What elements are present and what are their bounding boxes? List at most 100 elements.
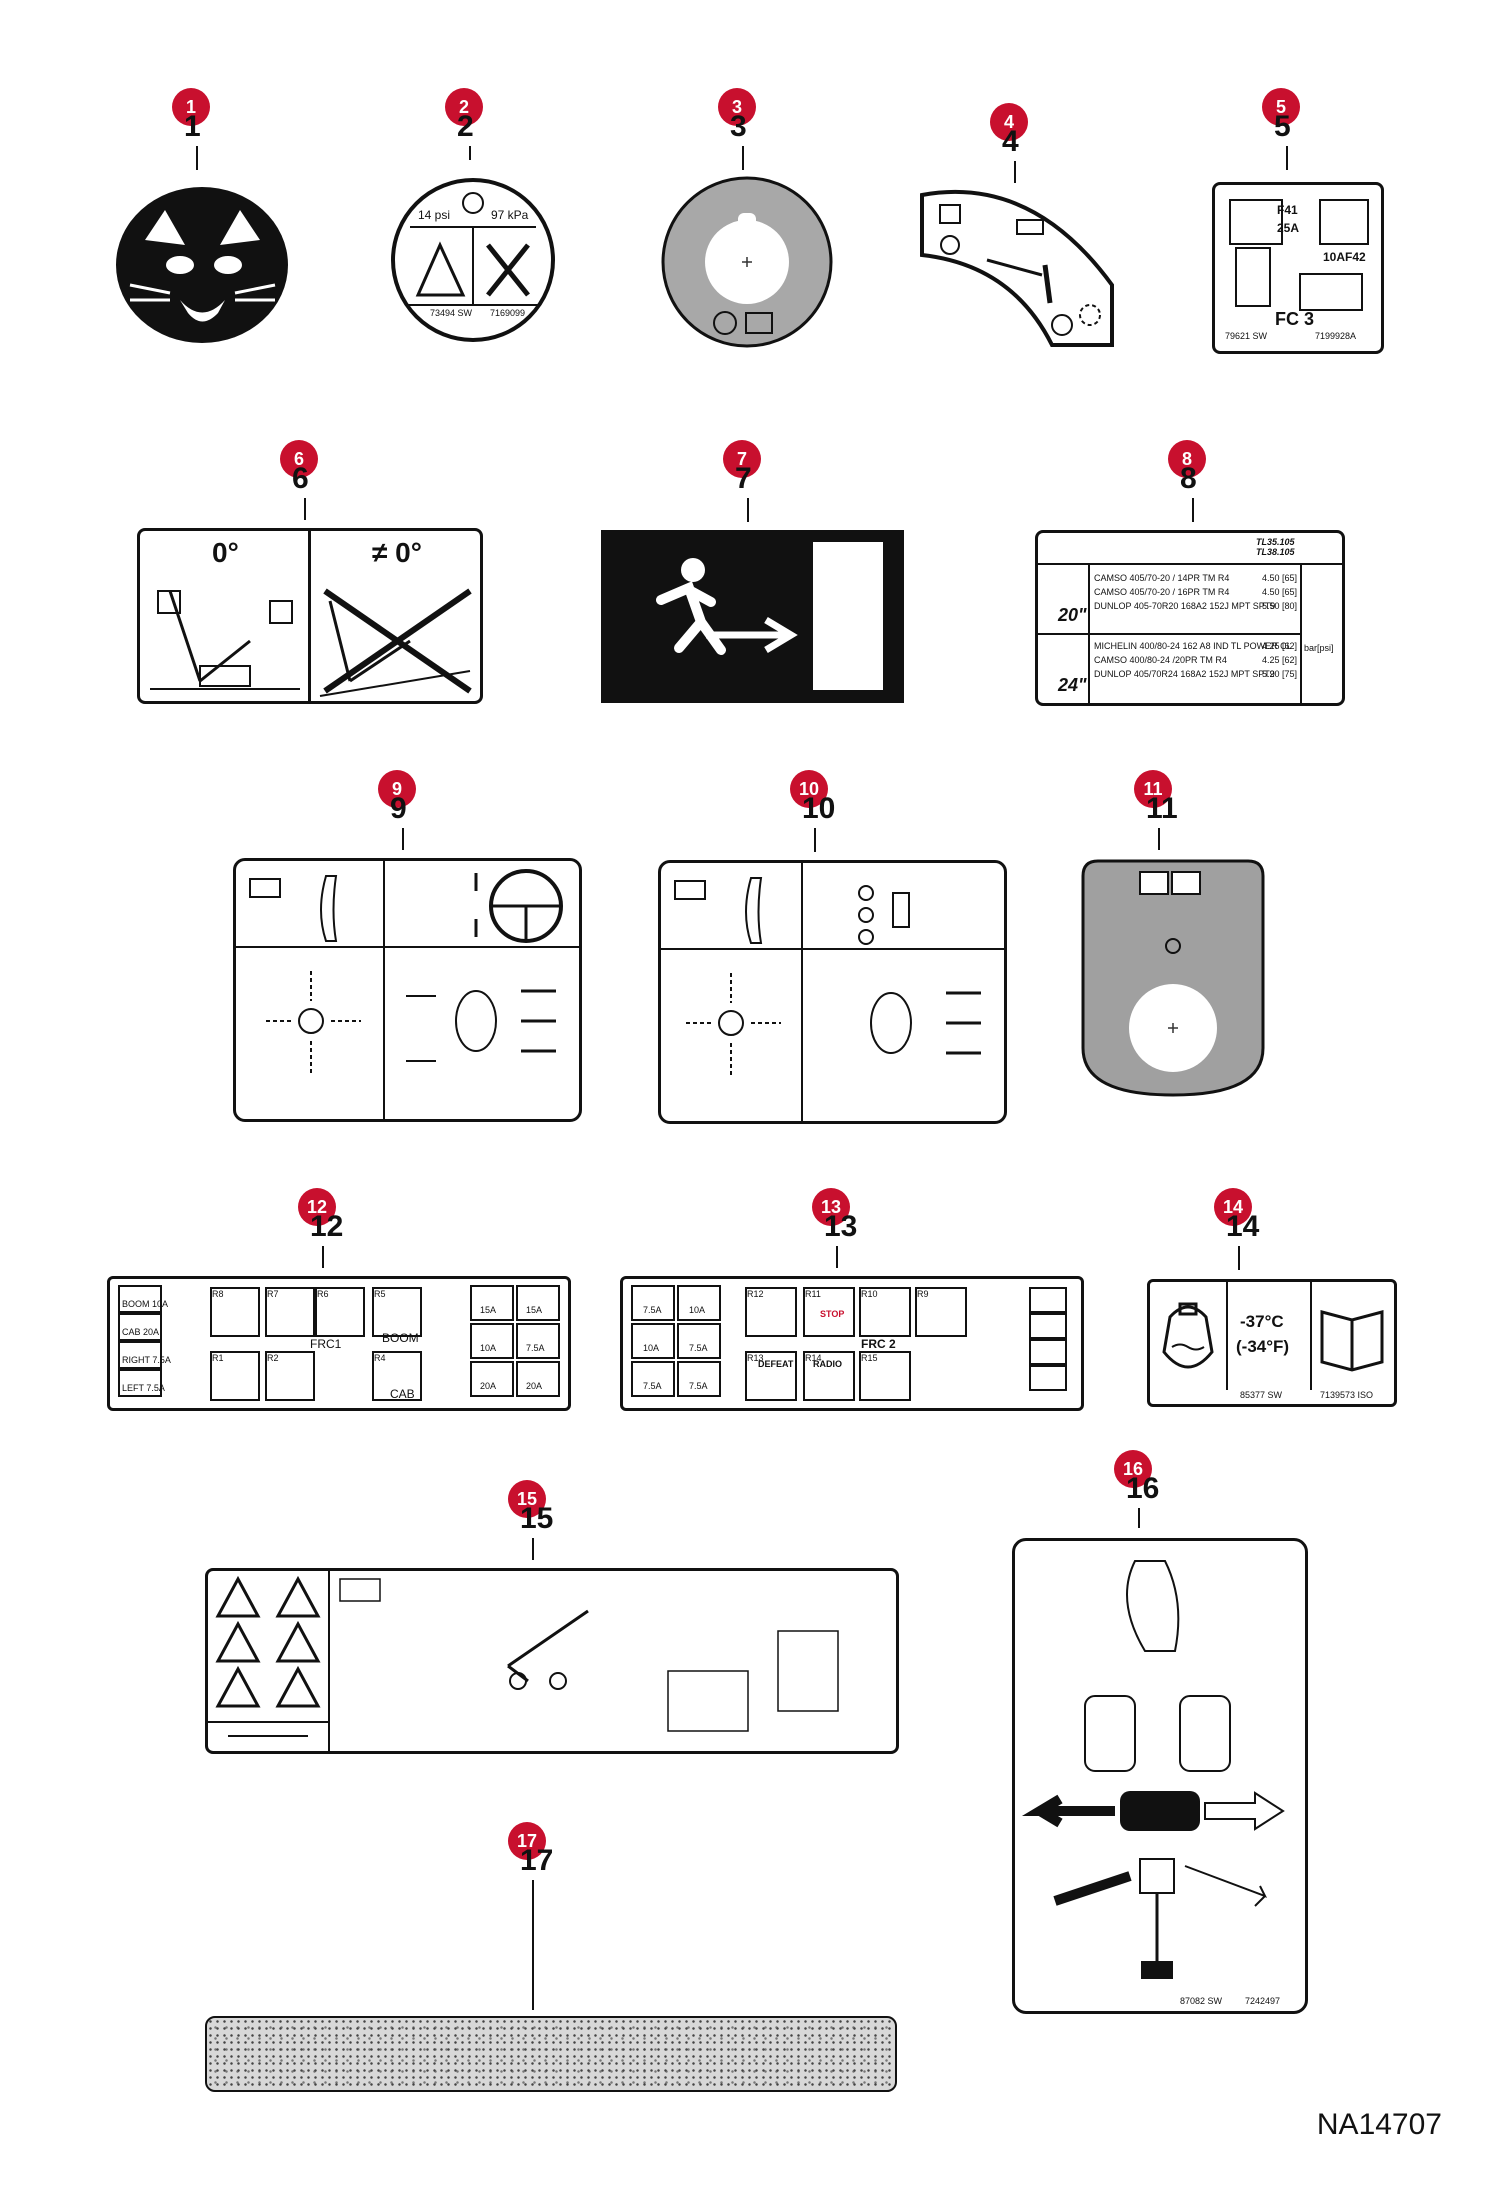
- fuse-slot: [516, 1323, 560, 1359]
- fuse-slot: [677, 1323, 721, 1359]
- item-7-emergency-exit-decal: [601, 530, 904, 703]
- callout-13: 13: [812, 1188, 850, 1226]
- callout-1: 1: [172, 88, 210, 126]
- item-4-key-position-decal: [912, 175, 1117, 355]
- callout-5: 5: [1262, 88, 1300, 126]
- decal-part-number: 7169099: [490, 308, 526, 318]
- fuse-slot: [631, 1323, 675, 1359]
- item-1-bobcat-logo-decal: [110, 185, 295, 345]
- leader-line-15: [532, 1538, 534, 1560]
- fuse-slot: [118, 1341, 162, 1369]
- fuse-amp-label: 7.5A: [526, 1343, 545, 1353]
- leader-line-16: [1138, 1508, 1140, 1528]
- ignition-key-icon: [661, 176, 833, 348]
- relay-slot: [745, 1351, 797, 1401]
- decal-part-number: 7242497: [1245, 1996, 1281, 2006]
- relay-label: R7: [267, 1289, 279, 1299]
- item-number-2: 2: [457, 110, 474, 143]
- pressure-kpa: 97 kPa: [491, 208, 529, 222]
- fuse-slot: [118, 1313, 162, 1341]
- fuse-slot: [118, 1285, 162, 1313]
- callout-17: 17: [508, 1822, 546, 1860]
- item-2-tire-pressure-decal: 14 psi 97 kPa 73494 SW 7169099: [388, 175, 558, 345]
- fuse-slot: [516, 1285, 560, 1321]
- relay-slot: [803, 1351, 855, 1401]
- fuse-amp-label: 7.5A: [643, 1381, 662, 1391]
- relay-slot: [315, 1287, 365, 1337]
- item-5-fuse-fc3-decal: F41 25A F42 10A FC 3 79621 SW 7199928A: [1212, 182, 1384, 354]
- leader-line-13: [836, 1246, 838, 1268]
- fuse-label: CAB 20A: [122, 1327, 160, 1337]
- relay-label: R6: [317, 1289, 329, 1299]
- leader-line-8: [1192, 498, 1194, 522]
- fuse-slot: [118, 1369, 162, 1397]
- callout-15: 15: [508, 1480, 546, 1518]
- item-number-14: 14: [1226, 1210, 1260, 1243]
- tire-size-20: 20": [1058, 605, 1087, 625]
- item-number-1: 1: [184, 110, 201, 143]
- item-17-anti-slip-strip: [205, 2016, 897, 2092]
- cab-label: CAB: [390, 1387, 415, 1401]
- decal-code: 87082 SW: [1180, 1996, 1223, 2006]
- relay-label: R11: [805, 1289, 821, 1299]
- tire-name: CAMSO 405/70-20 / 16PR TM R4: [1094, 587, 1230, 597]
- item-8-tire-pressure-chart-decal: TL35.105 TL38.105 20" 24" CAMSO 405/70-2…: [1035, 530, 1345, 706]
- decal-code: 79621 SW: [1225, 331, 1268, 341]
- callout-10: 10: [790, 770, 828, 808]
- item-number-6: 6: [292, 462, 309, 495]
- leader-line-12: [322, 1246, 324, 1268]
- pressure-psi: 14 psi: [418, 208, 451, 222]
- leader-line-6: [304, 498, 306, 520]
- item-10-joystick-controls-decal: [658, 860, 1007, 1124]
- leader-line-9: [402, 828, 404, 850]
- tire-pressure: 4.25 [62]: [1262, 655, 1298, 665]
- callout-2: 2: [445, 88, 483, 126]
- leader-line-4: [1014, 161, 1016, 183]
- manual-book-icon: [1320, 1310, 1384, 1372]
- relay-label: R15: [861, 1353, 878, 1363]
- tire-name: DUNLOP 405-70R20 168A2 152J MPT SPT9: [1094, 601, 1276, 611]
- tire-pressure: 4.50 [65]: [1262, 573, 1298, 583]
- relay-label: R10: [861, 1289, 878, 1299]
- item-14-cold-start-decal: -37°C (-34°F) 85377 SW 7139573 ISO: [1147, 1279, 1397, 1407]
- pressure-unit: bar[psi]: [1304, 643, 1334, 653]
- callout-8: 8: [1168, 440, 1206, 478]
- leader-line-5: [1286, 146, 1288, 170]
- relay-slot: [265, 1351, 315, 1401]
- fuse-amp-label: 15A: [480, 1305, 497, 1315]
- item-number-16: 16: [1126, 1472, 1160, 1505]
- fuse-f42-amp: 10A: [1323, 250, 1346, 264]
- fuse-amp-label: 20A: [480, 1381, 497, 1391]
- fuse-label: LEFT 7.5A: [122, 1383, 165, 1393]
- fuse-slot: [470, 1361, 514, 1397]
- fuse-amp-label: 10A: [643, 1343, 660, 1353]
- leader-line-10: [814, 828, 816, 852]
- fuse-amp-label: 7.5A: [689, 1343, 708, 1353]
- item-number-11: 11: [1146, 792, 1178, 825]
- tire-name: MICHELIN 400/80-24 162 A8 IND TL POWER C…: [1094, 641, 1292, 651]
- item-15-service-decal: [205, 1568, 899, 1754]
- item-number-8: 8: [1180, 462, 1197, 495]
- defeat-label: DEFEAT: [758, 1359, 794, 1369]
- item-3-ignition-ring-decal: [660, 175, 835, 350]
- fuse-f41-label: F41: [1277, 203, 1298, 217]
- item-number-4: 4: [1002, 125, 1019, 158]
- fuse-slot: [631, 1361, 675, 1397]
- tire-pressure: 4.50 [65]: [1262, 587, 1298, 597]
- tire-name: CAMSO 400/80-24 /20PR TM R4: [1094, 655, 1227, 665]
- leader-line-14: [1238, 1246, 1240, 1270]
- decal-part-number: 7139573 ISO: [1320, 1390, 1374, 1400]
- radio-label: RADIO: [813, 1359, 842, 1369]
- relay-slot: [859, 1351, 911, 1401]
- relay-slot: [745, 1287, 797, 1337]
- item-number-3: 3: [730, 110, 747, 143]
- tire-name: DUNLOP 405/70R24 168A2 152J MPT SPT9: [1094, 669, 1275, 679]
- relay-label: R8: [212, 1289, 224, 1299]
- relay-label: R2: [267, 1353, 279, 1363]
- callout-12: 12: [298, 1188, 336, 1226]
- item-number-12: 12: [310, 1210, 344, 1243]
- level-not-ok-label: ≠ 0°: [372, 537, 422, 568]
